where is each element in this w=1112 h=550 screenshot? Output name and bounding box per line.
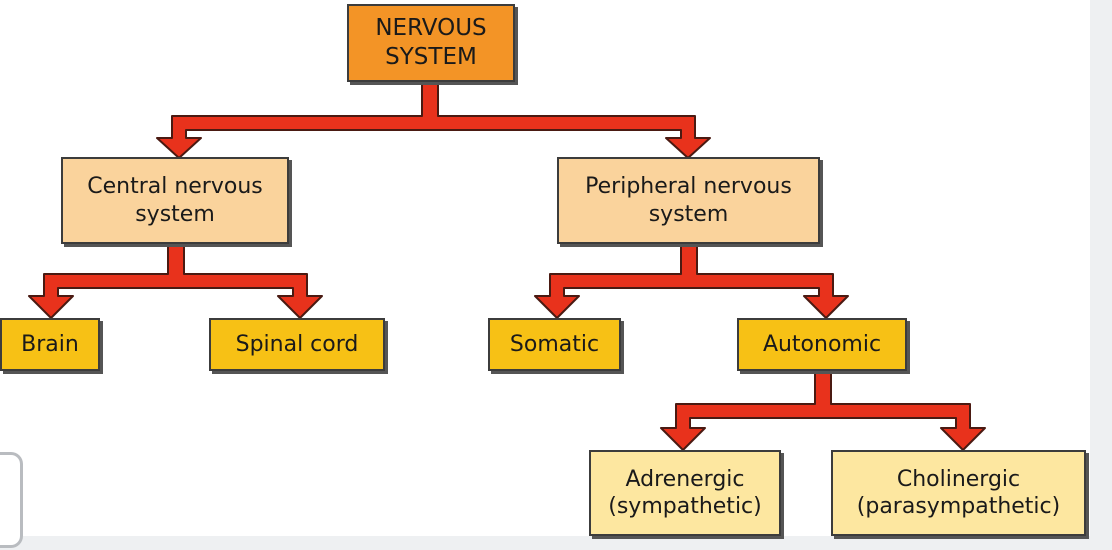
arrow-root-branch (156, 79, 711, 159)
page-margin-right (1090, 0, 1112, 550)
cholinergic-node: Cholinergic (parasympathetic) (831, 450, 1086, 536)
somatic-node: Somatic (488, 318, 621, 371)
peripheral-nervous-system-node: Peripheral nervous system (557, 157, 820, 244)
adrenergic-node: Adrenergic (sympathetic) (589, 450, 781, 536)
side-panel-tab[interactable] (0, 452, 23, 548)
autonomic-node: Autonomic (737, 318, 907, 371)
arrow-cns-branch (28, 242, 323, 319)
arrow-pns-branch (534, 242, 849, 319)
central-nervous-system-node: Central nervous system (61, 157, 289, 244)
arrow-autonomic-branch (660, 371, 986, 451)
spinal-cord-node: Spinal cord (209, 318, 385, 371)
nervous-system-node: NERVOUS SYSTEM (347, 4, 515, 82)
brain-node: Brain (0, 318, 100, 371)
page-margin-bottom (0, 536, 1112, 550)
